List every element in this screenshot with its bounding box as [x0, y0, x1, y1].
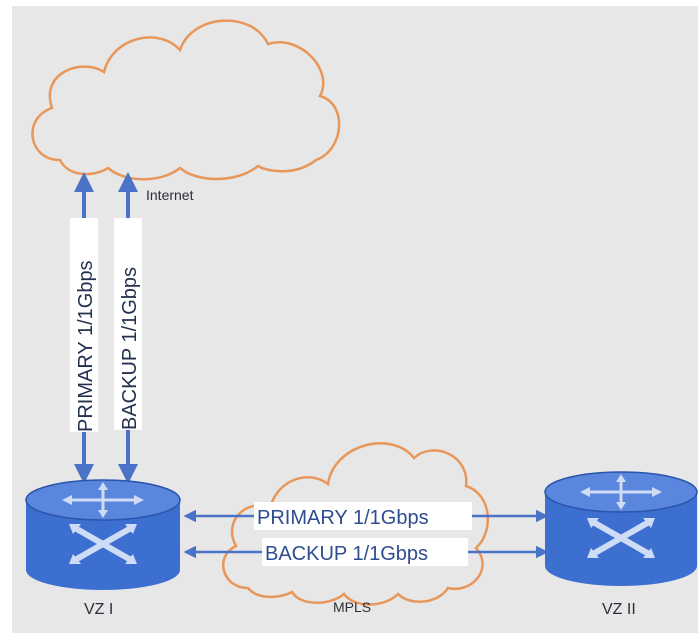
internet-primary-label: PRIMARY 1/1Gbps: [75, 260, 97, 432]
internet-cloud-icon: [31, 19, 341, 181]
internet-label: Internet: [146, 187, 194, 203]
internet-backup-label: BACKUP 1/1Gbps: [119, 267, 141, 430]
mpls-backup-label-bg: [262, 538, 468, 566]
mpls-label: MPLS: [333, 599, 371, 615]
internet-backup-label-bg: [114, 218, 142, 430]
mpls-backup-label: BACKUP 1/1Gbps: [265, 543, 428, 565]
mpls-primary-label: PRIMARY 1/1Gbps: [257, 507, 429, 529]
router-vz2-icon: [544, 471, 698, 586]
router-vz1-icon: [25, 479, 181, 590]
vz2-label: VZ II: [602, 601, 636, 618]
internet-primary-label-bg: [70, 218, 98, 432]
vz1-label: VZ I: [84, 601, 113, 618]
mpls-primary-label-bg: [254, 502, 472, 530]
